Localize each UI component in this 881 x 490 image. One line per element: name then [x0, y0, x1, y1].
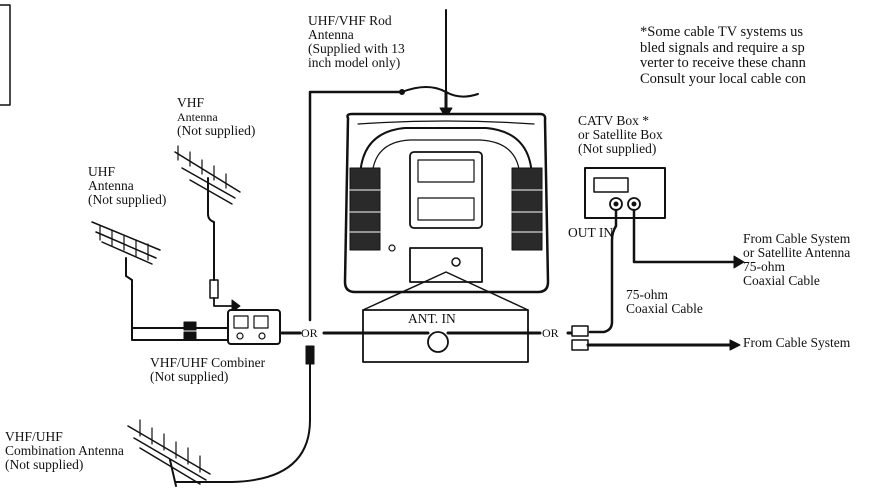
catv-out-cable	[588, 208, 618, 334]
coaxial-cable-label: 75-ohm Coaxial Cable	[626, 288, 703, 316]
catv-box-label-line: CATV Box *	[578, 113, 650, 128]
catv-box-label-line: (Not supplied)	[578, 141, 657, 156]
rod-antenna-label-line: Antenna	[308, 27, 354, 42]
catv-box-icon	[584, 167, 666, 219]
vhf-antenna-label-line: (Not supplied)	[177, 123, 256, 138]
from-cable-satellite-line: or Satellite Antenna	[743, 245, 851, 260]
coax-connector-icon	[571, 325, 589, 351]
coaxial-cable-label-line: 75-ohm	[626, 287, 668, 302]
from-cable-satellite-label: From Cable System or Satellite Antenna 7…	[743, 232, 850, 288]
catv-box-label: CATV Box * or Satellite Box (Not supplie…	[578, 114, 663, 156]
vhf-uhf-combiner-icon	[183, 309, 281, 345]
from-cable-system-label: From Cable System	[743, 335, 851, 350]
out-in-label: OUT IN	[568, 225, 614, 240]
rod-antenna-lead	[308, 90, 404, 322]
from-cable-satellite-line: Coaxial Cable	[743, 273, 820, 288]
vhf-antenna-icon	[174, 145, 241, 313]
combo-antenna-label-line: Combination Antenna	[5, 443, 124, 458]
arrow-from-cable-system	[729, 339, 741, 351]
cable-note-line: verter to receive these chann	[640, 55, 806, 71]
rod-antenna-label-line: (Supplied with 13	[308, 41, 405, 56]
uhf-antenna-label-line: Antenna	[88, 178, 134, 193]
rod-antenna-label-line: UHF/VHF Rod	[308, 13, 392, 28]
uhf-antenna-label-line: UHF	[88, 164, 116, 179]
catv-box-label-line: or Satellite Box	[578, 127, 663, 142]
or-right-label: OR	[542, 326, 559, 340]
from-cable-satellite-line: From Cable System	[743, 231, 851, 246]
cable-note: *Some cable TV systems us bled signals a…	[640, 24, 806, 87]
combination-antenna-icon	[127, 345, 315, 487]
cable-note-line: bled signals and require a sp	[640, 39, 805, 56]
rod-antenna-label: UHF/VHF Rod Antenna (Supplied with 13 in…	[308, 14, 405, 70]
uhf-antenna-label-line: (Not supplied)	[88, 192, 167, 207]
vhf-antenna-label-line: VHF	[177, 95, 205, 110]
combo-antenna-label-line: (Not supplied)	[5, 457, 84, 472]
cable-note-line: *Some cable TV systems us	[640, 24, 803, 40]
rod-antenna-icon	[399, 9, 479, 119]
ant-in-callout	[362, 271, 529, 363]
combiner-label-line: VHF/UHF Combiner	[150, 355, 266, 370]
ant-in-label: ANT. IN	[408, 311, 456, 326]
combiner-label: VHF/UHF Combiner (Not supplied)	[150, 356, 265, 384]
arrow-from-cable-satellite	[733, 255, 745, 269]
cable-note-line: Consult your local cable con	[640, 70, 806, 87]
rod-antenna-label-line: inch model only)	[308, 55, 401, 70]
combiner-label-line: (Not supplied)	[150, 369, 229, 384]
edge-box-fragment	[0, 4, 11, 106]
uhf-antenna-icon	[91, 221, 233, 341]
combo-antenna-label-line: VHF/UHF	[5, 429, 63, 444]
vhf-antenna-label: VHF Antenna (Not supplied)	[177, 96, 255, 138]
catv-in-cable	[632, 208, 742, 264]
uhf-antenna-label: UHF Antenna (Not supplied)	[88, 165, 166, 207]
coaxial-cable-label-line: Coaxial Cable	[626, 301, 703, 316]
combo-antenna-label: VHF/UHF Combination Antenna (Not supplie…	[5, 430, 124, 472]
tv-back-icon	[343, 112, 550, 294]
from-cable-satellite-line: 75-ohm	[743, 259, 785, 274]
vhf-antenna-label-line: Antenna	[177, 110, 218, 124]
or-left-label: OR	[301, 326, 318, 340]
